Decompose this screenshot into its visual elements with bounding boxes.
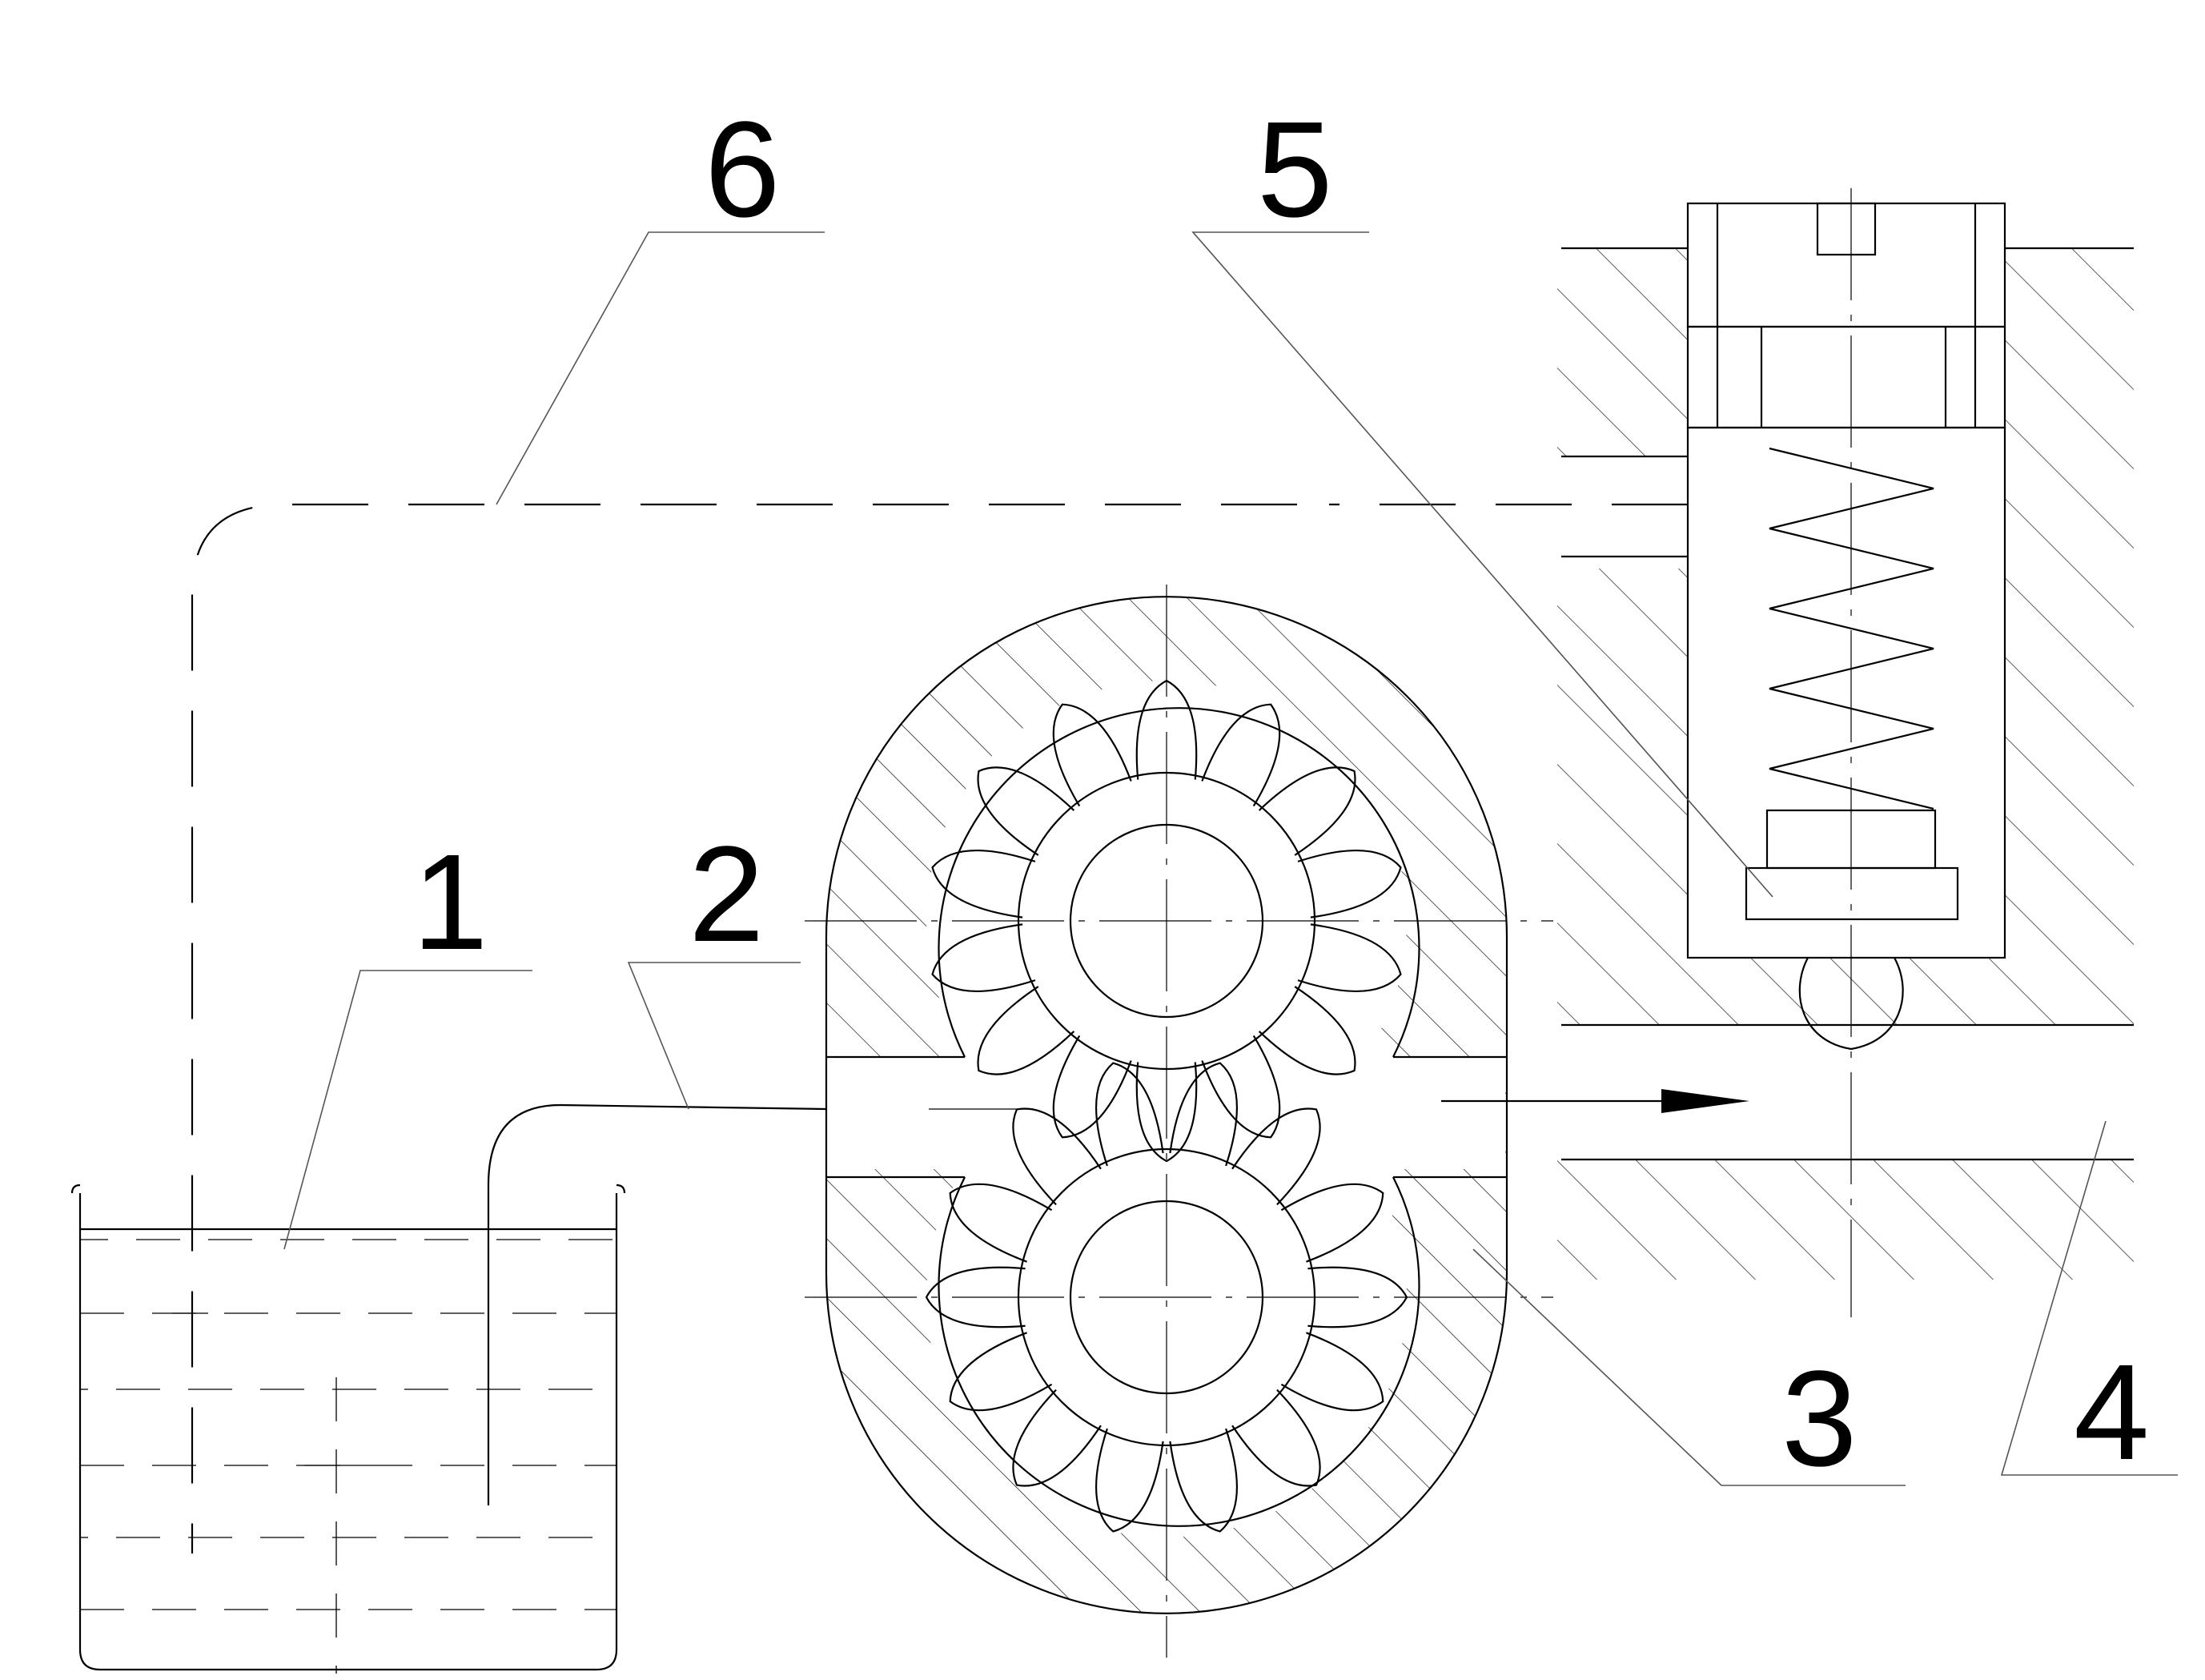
gear-tooth bbox=[1297, 923, 1402, 992]
gear-tooth bbox=[977, 986, 1075, 1075]
valve-housing bbox=[1557, 247, 2134, 1280]
callout-4: 4 bbox=[2074, 1336, 2150, 1489]
gear-tooth bbox=[949, 1183, 1053, 1263]
gear-tooth bbox=[931, 850, 1036, 918]
gear-tooth bbox=[1280, 1332, 1384, 1412]
callout-2: 2 bbox=[689, 818, 765, 971]
oil-surface bbox=[80, 1239, 617, 1674]
callout-1: 1 bbox=[412, 826, 488, 979]
gear-tooth bbox=[1052, 1035, 1132, 1139]
leader-lines bbox=[283, 231, 2178, 1486]
suction-pipe bbox=[487, 1103, 827, 1505]
gear-tooth bbox=[1280, 1183, 1384, 1263]
gear-tooth bbox=[1012, 1389, 1102, 1487]
valve-poppet bbox=[1798, 957, 1904, 1051]
gear-tooth bbox=[949, 1332, 1053, 1412]
gear-tooth bbox=[925, 1266, 1026, 1328]
gear-tooth bbox=[1095, 1428, 1164, 1533]
gear-tooth bbox=[1135, 1062, 1198, 1163]
gear-tooth bbox=[1297, 850, 1402, 918]
gear-tooth bbox=[1231, 1107, 1321, 1206]
valve-plate bbox=[1745, 866, 1959, 921]
gear-tooth bbox=[1258, 986, 1356, 1075]
gear-tooth bbox=[1258, 766, 1356, 856]
gear-tooth bbox=[931, 923, 1036, 992]
oil-tank bbox=[70, 1184, 626, 1674]
callout-3: 3 bbox=[1781, 1343, 1858, 1495]
gear-tooth bbox=[977, 766, 1075, 856]
gear-tooth bbox=[1095, 1062, 1164, 1167]
gear-tooth bbox=[1169, 1428, 1238, 1533]
callout-6: 6 bbox=[705, 94, 781, 246]
gear-tooth bbox=[1201, 1035, 1281, 1139]
gear-tooth bbox=[1231, 1389, 1321, 1487]
gear-tooth bbox=[1052, 703, 1132, 807]
upper-gear bbox=[931, 679, 1402, 1163]
return-line bbox=[191, 503, 1297, 1553]
callout-5: 5 bbox=[1257, 94, 1333, 246]
gear-tooth bbox=[1169, 1062, 1238, 1167]
gear-tooth bbox=[1201, 703, 1281, 807]
